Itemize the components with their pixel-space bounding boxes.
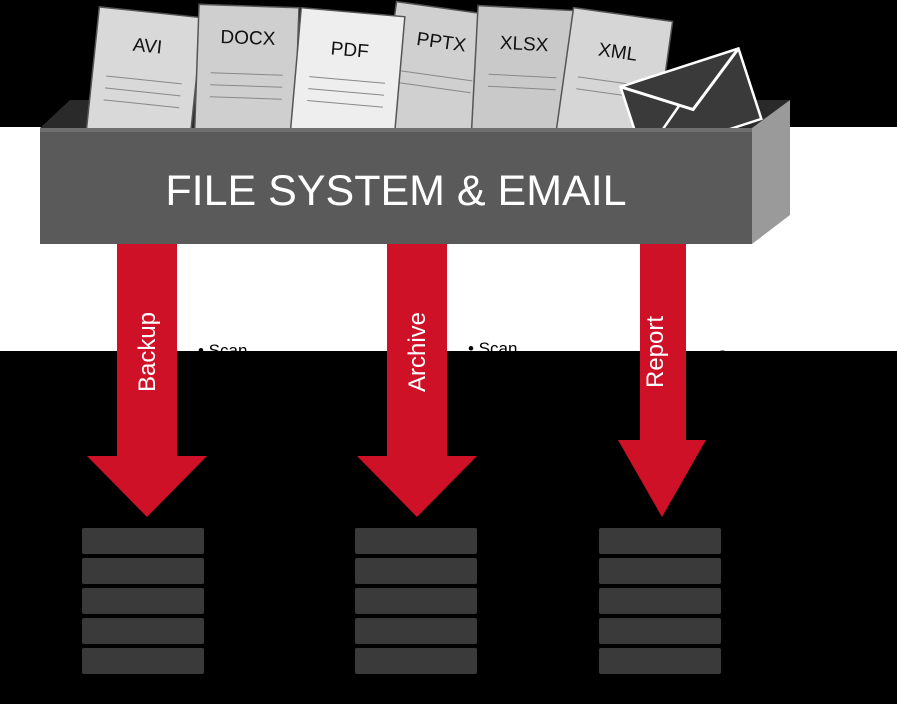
document-pdf: PDF — [288, 6, 406, 153]
arrow-label-report: Report — [642, 316, 669, 388]
doc-label-pdf: PDF — [330, 38, 370, 62]
box-front — [40, 128, 752, 244]
box-front-edge — [40, 128, 752, 132]
server-stack-icon — [599, 528, 721, 674]
document-xlsx: XLSX — [470, 4, 575, 147]
arrow-label-archive: Archive — [404, 312, 431, 392]
bullet-backup: • Scan — [198, 341, 247, 360]
arrow-archive: Archive — [357, 244, 477, 517]
document-pptx: PPTX — [376, 0, 497, 151]
box-side — [752, 100, 790, 244]
bullet-archive: • Scan — [468, 339, 517, 358]
bullet-report: • Scan — [706, 347, 755, 366]
document-avi: AVI — [84, 6, 204, 153]
document-docx: DOCX — [193, 3, 300, 144]
arrow-label-backup: Backup — [134, 312, 161, 392]
doc-label-xlsx: XLSX — [499, 33, 549, 57]
doc-label-avi: AVI — [132, 35, 163, 59]
server-stack-icon — [355, 528, 477, 674]
box-title: FILE SYSTEM & EMAIL — [165, 167, 626, 215]
doc-label-docx: DOCX — [220, 27, 276, 50]
arrow-backup: Backup — [87, 244, 207, 517]
arrow-report: Report — [618, 244, 706, 517]
server-stack-icon — [82, 528, 204, 674]
